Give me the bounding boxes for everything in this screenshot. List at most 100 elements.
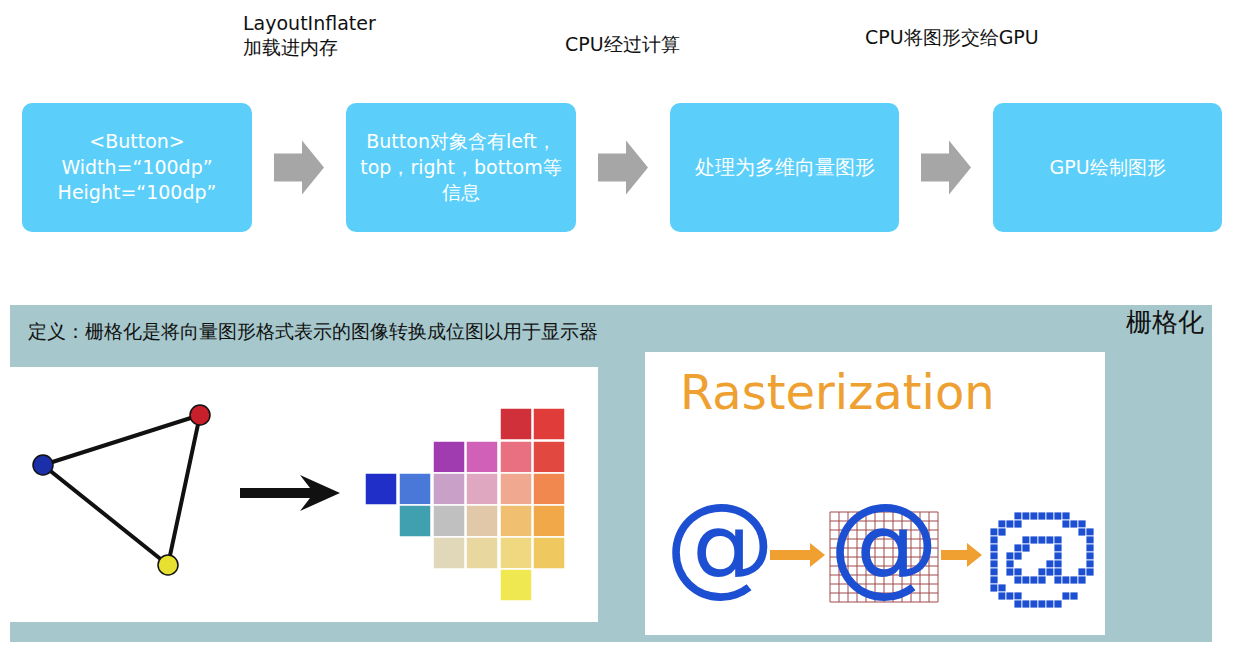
block-arrow	[274, 141, 324, 195]
pixel-cell	[1062, 520, 1070, 528]
pixel-cell	[500, 441, 532, 473]
pixel-cell	[1046, 600, 1054, 608]
pixel-cell	[1046, 560, 1054, 568]
pixel-cell	[1006, 592, 1014, 600]
pixel-cell	[1086, 536, 1094, 544]
pixel-cell	[500, 473, 532, 505]
pixel-cell	[1054, 568, 1062, 576]
edge-label: CPU经过计算	[565, 33, 680, 57]
pixel-cell	[533, 473, 565, 505]
vector-triangle	[43, 415, 200, 565]
process-box: Button对象含有left，top，right，bottom等信息	[346, 103, 576, 232]
pixel-cell	[1054, 552, 1062, 560]
pixel-cell	[990, 560, 998, 568]
pixel-cell	[399, 473, 431, 505]
pixel-cell	[466, 441, 498, 473]
pixel-cell	[1006, 520, 1014, 528]
block-arrow	[921, 141, 971, 195]
pixel-cell	[1078, 528, 1086, 536]
pixel-cell	[466, 473, 498, 505]
pixel-cell	[1014, 512, 1022, 520]
at-glyph: @	[665, 489, 775, 599]
pixel-cell	[1054, 576, 1062, 584]
pixel-cell	[500, 408, 532, 440]
pixel-cell	[990, 536, 998, 544]
pixel-cell	[365, 473, 397, 505]
pixel-cell	[990, 576, 998, 584]
pixel-cell	[1006, 552, 1014, 560]
pixel-cell	[1022, 512, 1030, 520]
pixel-cell	[1030, 576, 1038, 584]
pixel-cell	[1030, 600, 1038, 608]
pixel-cell	[1006, 560, 1014, 568]
pixel-cell	[1062, 512, 1070, 520]
pixel-cell	[433, 537, 465, 569]
node-text: <Button>	[89, 129, 184, 155]
node-text: Height=“100dp”	[58, 180, 217, 206]
pixel-cell	[1070, 576, 1078, 584]
pixel-cell	[533, 441, 565, 473]
pixel-cell	[1038, 600, 1046, 608]
pixel-cell	[1078, 568, 1086, 576]
pixel-cell	[1022, 600, 1030, 608]
pixel-cell	[1054, 600, 1062, 608]
pixel-cell	[1078, 576, 1086, 584]
pixel-cell	[533, 505, 565, 537]
pixel-cell	[1014, 600, 1022, 608]
pixel-cell	[990, 552, 998, 560]
pixel-cell	[1086, 560, 1094, 568]
pixel-cell	[1054, 536, 1062, 544]
pixel-cell	[500, 537, 532, 569]
rasterization-title: Rasterization	[680, 364, 995, 420]
node-text: GPU绘制图形	[1049, 155, 1165, 181]
pixel-cell	[1054, 560, 1062, 568]
edge-label: CPU将图形交给GPU	[865, 26, 1039, 50]
pixel-cell	[990, 568, 998, 576]
pixel-cell	[990, 584, 998, 592]
process-box: GPU绘制图形	[993, 103, 1222, 232]
pixel-cell	[990, 544, 998, 552]
pixel-cell	[1062, 592, 1070, 600]
pixel-cell	[1038, 576, 1046, 584]
pixel-cell	[1086, 552, 1094, 560]
pixel-cell	[998, 592, 1006, 600]
orange-arrow	[941, 543, 982, 567]
grid-line	[830, 602, 938, 603]
pixel-cell	[500, 569, 532, 601]
pixel-cell	[433, 473, 465, 505]
pixel-cell	[1022, 576, 1030, 584]
pixel-cell	[1014, 568, 1022, 576]
node-text: Width=“100dp”	[61, 155, 212, 181]
image-ground	[10, 367, 598, 622]
pixel-cell	[1046, 536, 1054, 544]
pixel-cell	[466, 505, 498, 537]
pixel-cell	[500, 505, 532, 537]
pixel-cell	[1022, 544, 1030, 552]
pixel-cell	[1038, 568, 1046, 576]
vertex-dot	[158, 555, 178, 575]
pixel-cell	[1046, 568, 1054, 576]
pixel-cell	[1086, 528, 1094, 536]
node-text: Button对象含有left，top，right，bottom等信息	[354, 129, 568, 206]
vertex-dot	[190, 405, 210, 425]
pixel-cell	[1062, 576, 1070, 584]
panel-title: 栅格化	[1126, 305, 1204, 340]
process-box: <Button>Width=“100dp”Height=“100dp”	[22, 103, 252, 232]
pixel-cell	[1070, 520, 1078, 528]
pixel-cell	[1038, 536, 1046, 544]
pixel-cell	[1038, 512, 1046, 520]
rasterization-panel: Rasterization@@	[645, 352, 1105, 635]
pixel-cell	[998, 584, 1006, 592]
pixel-cell	[1070, 592, 1078, 600]
pixel-cell	[466, 537, 498, 569]
block-arrow	[598, 141, 648, 195]
pixel-cell	[1014, 552, 1022, 560]
pixel-cell	[1014, 576, 1022, 584]
definition-panel: Rasterization@@定义：栅格化是将向量图形格式表示的图像转换成位图以…	[10, 305, 1212, 642]
pixel-cell	[1046, 512, 1054, 520]
pixel-cell	[433, 441, 465, 473]
pixel-cell	[433, 505, 465, 537]
edge-label: LayoutInflater 加载进内存	[243, 12, 393, 60]
pixel-cell	[1086, 544, 1094, 552]
